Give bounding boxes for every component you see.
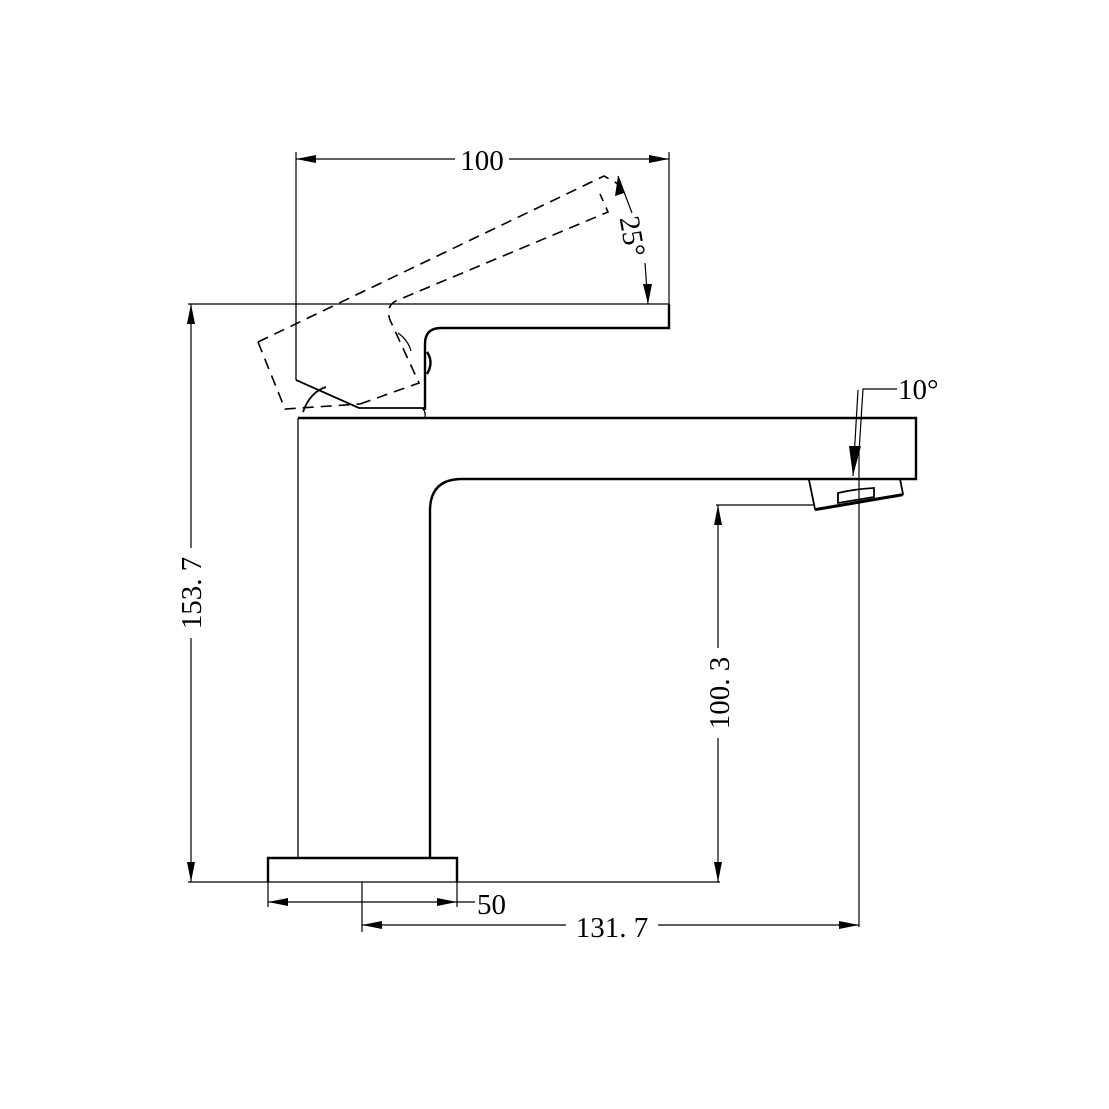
dimension-spout-clearance: 100. 3 [703,504,815,882]
label-overall-height: 153. 7 [176,557,208,630]
label-spout-clearance: 100. 3 [704,657,736,730]
label-handle-angle: 25° [613,214,652,260]
dimension-overall-height: 153. 7 [176,304,720,883]
label-handle-length: 100 [460,145,504,177]
dimension-handle-angle: 25° [188,175,669,305]
label-spout-reach: 131. 7 [576,912,649,944]
label-spout-angle: 10° [898,374,939,406]
tap-body-outline [266,416,918,882]
handle-open-position-dashed [257,175,621,410]
handle-closed-position [295,304,671,419]
dimension-spout-reach: 131. 7 [361,882,859,944]
dimension-spout-angle: 10° [849,374,939,927]
label-base-diameter: 50 [477,889,506,921]
dimension-handle-length: 100 [295,144,670,304]
dimension-base-diameter: 50 [267,882,506,921]
